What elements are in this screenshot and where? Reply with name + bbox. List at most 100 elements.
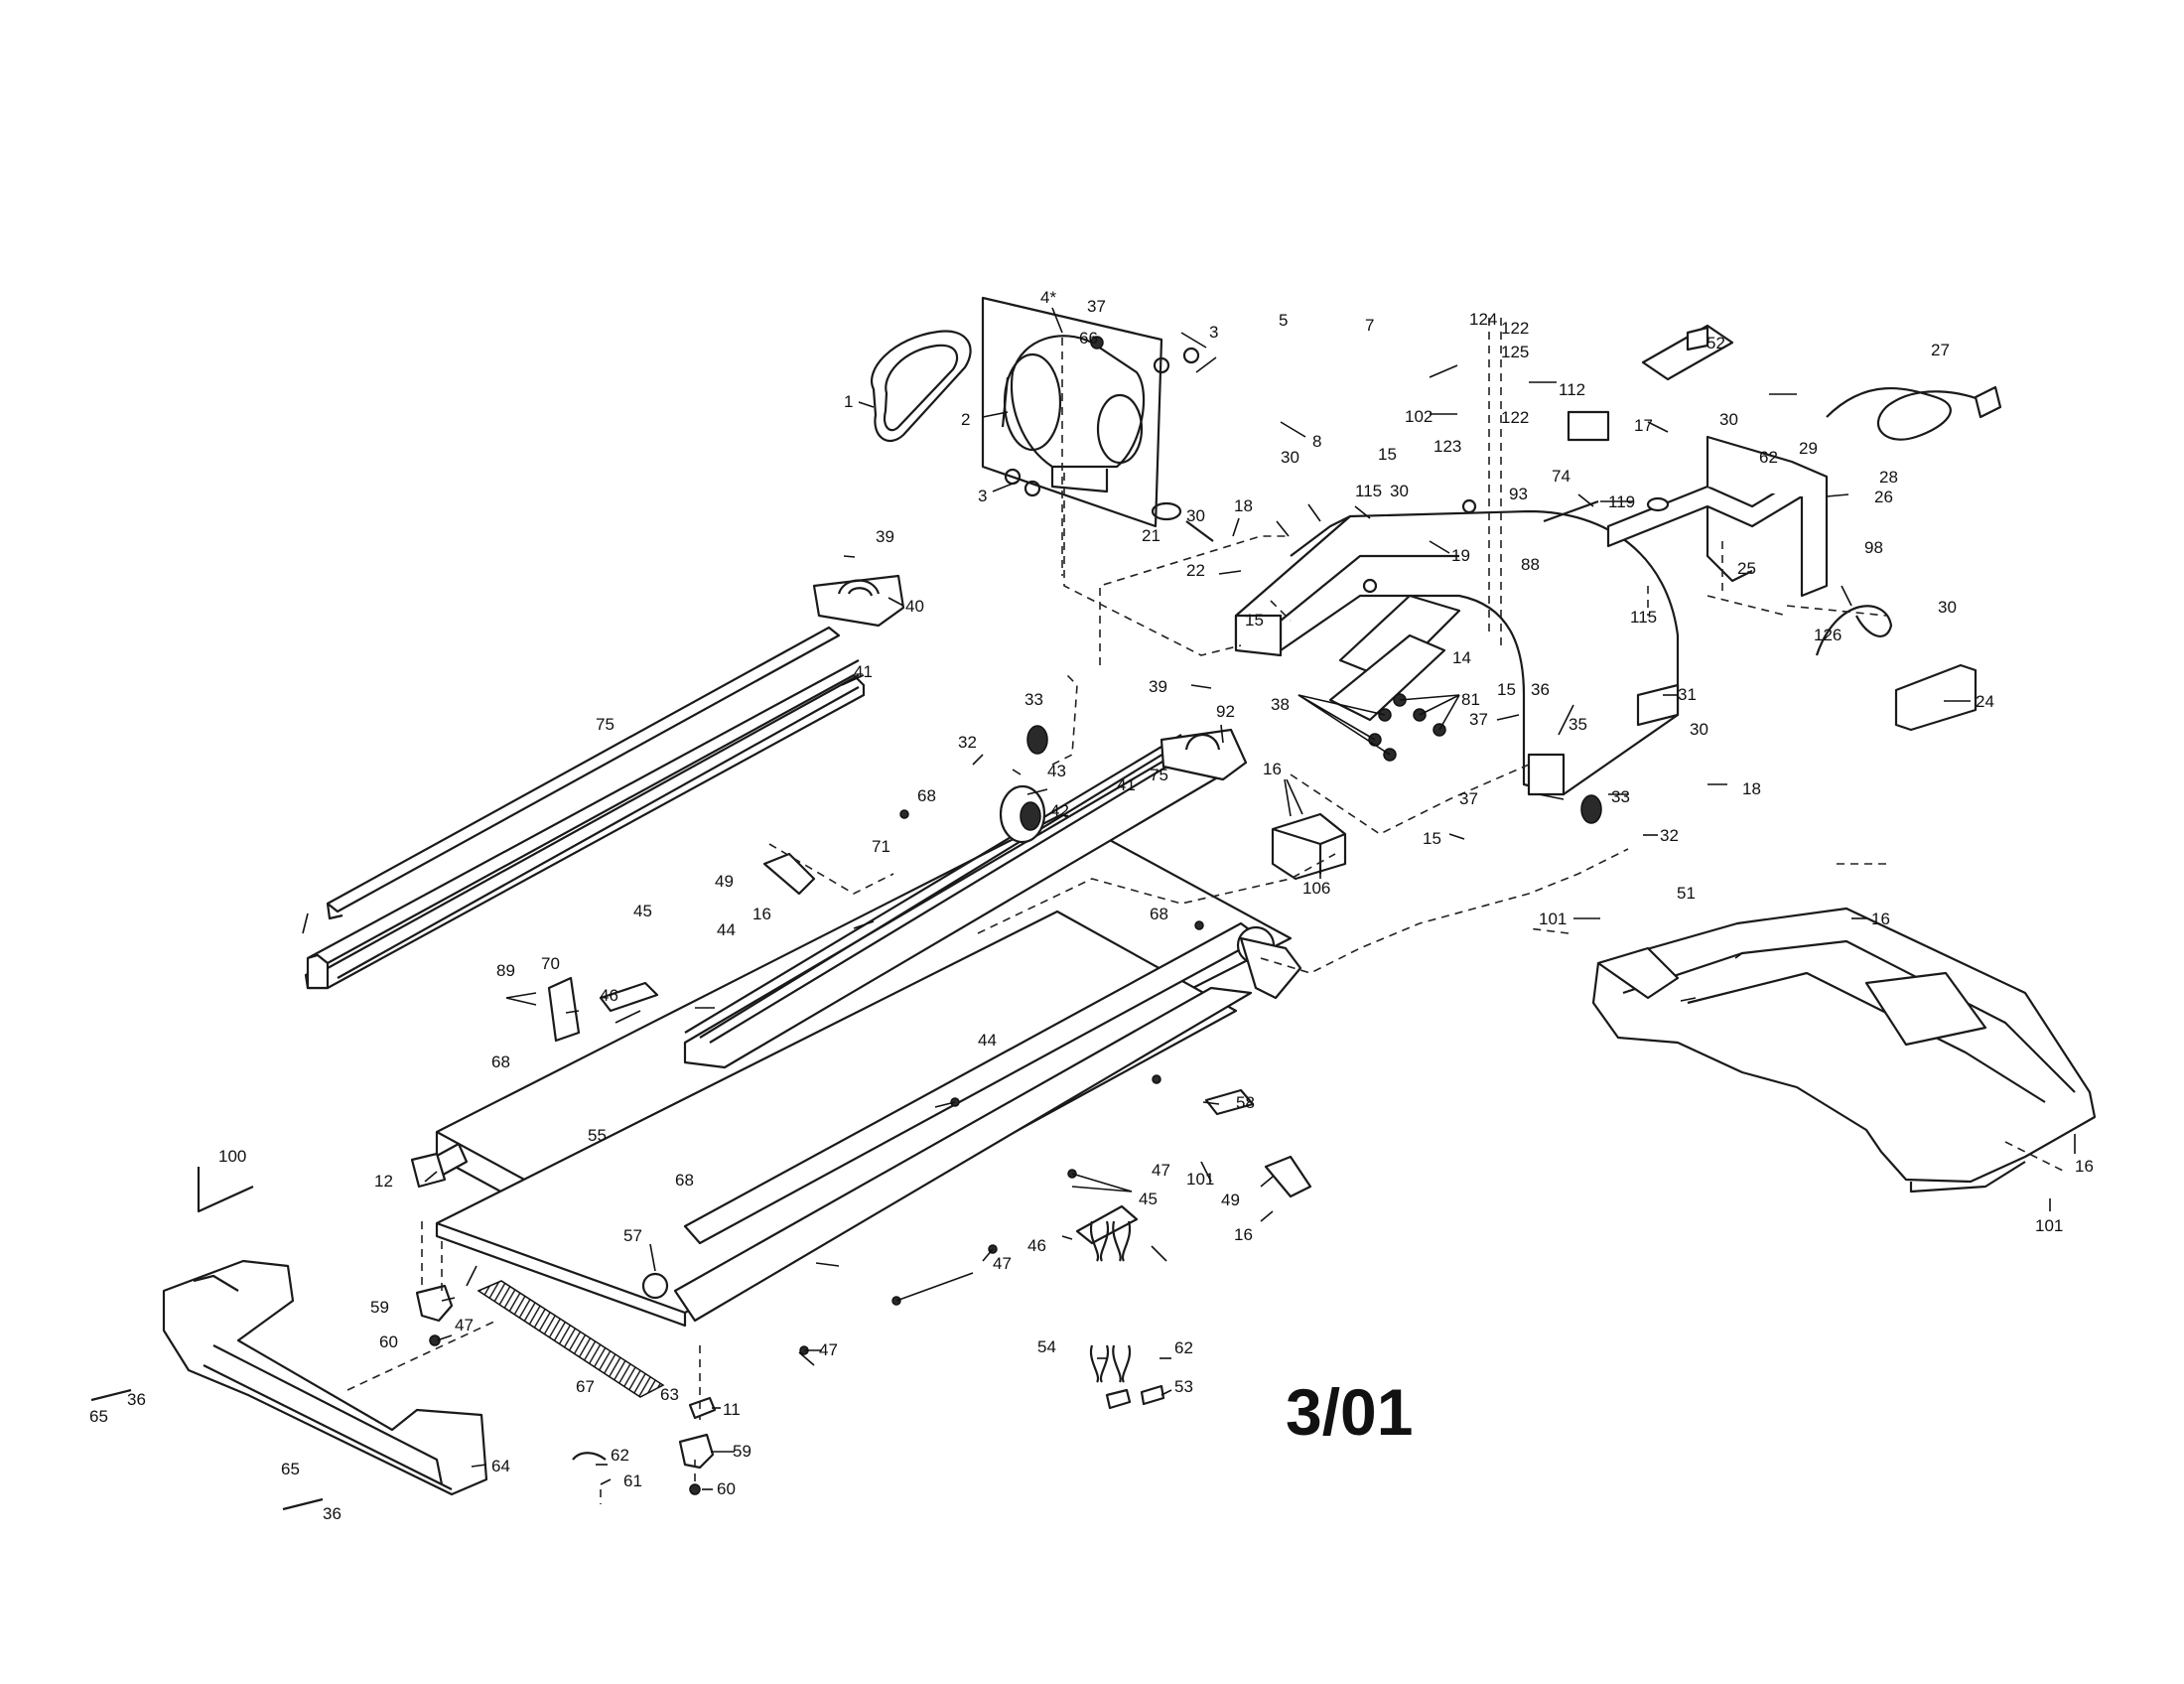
callout-label: 55 bbox=[588, 1126, 607, 1145]
callout-label: 44 bbox=[978, 1031, 997, 1050]
callout-label: 44 bbox=[717, 920, 736, 939]
callout-label: 38 bbox=[1271, 695, 1290, 714]
side-rails-left bbox=[304, 574, 905, 990]
callout-label: 70 bbox=[541, 954, 560, 973]
callout-label: 32 bbox=[958, 733, 977, 752]
callout-label: 45 bbox=[633, 902, 652, 920]
small-hardware bbox=[90, 1152, 1165, 1511]
callout-label: 101 bbox=[1539, 910, 1567, 928]
callout-label: 15 bbox=[1423, 829, 1441, 848]
upright-frame bbox=[1234, 498, 1680, 796]
callout-label: 58 bbox=[1236, 1093, 1255, 1112]
callout-label: 68 bbox=[917, 786, 936, 805]
callout-label: 36 bbox=[127, 1390, 146, 1409]
callout-label: 51 bbox=[1677, 884, 1696, 903]
callout-label: 3 bbox=[1209, 323, 1218, 342]
callout-label: 37 bbox=[1459, 789, 1478, 808]
callout-label: 102 bbox=[1405, 407, 1433, 426]
callout-label: 101 bbox=[2035, 1216, 2063, 1235]
callout-label: 14 bbox=[1452, 648, 1471, 667]
callout-label: 26 bbox=[1874, 488, 1893, 506]
callout-label: 37 bbox=[1087, 297, 1106, 316]
callout-label: 15 bbox=[1497, 680, 1516, 699]
drive-belt bbox=[871, 330, 972, 442]
callout-label: 2 bbox=[961, 410, 970, 429]
rear-endcap bbox=[162, 1259, 488, 1496]
revision-stamp: 3/01 bbox=[1286, 1375, 1413, 1449]
callout-label: 30 bbox=[1719, 410, 1738, 429]
callout-label: 36 bbox=[1531, 680, 1550, 699]
callout-label: 4* bbox=[1040, 288, 1056, 307]
callout-label: 75 bbox=[596, 715, 614, 734]
callout-label: 54 bbox=[1037, 1337, 1056, 1356]
callout-label: 11 bbox=[723, 1400, 741, 1419]
callout-label: 59 bbox=[733, 1442, 751, 1461]
callout-label: 92 bbox=[1216, 702, 1235, 721]
callout-label: 101 bbox=[1186, 1170, 1214, 1189]
callout-label: 119 bbox=[1608, 492, 1635, 511]
rail-cover bbox=[326, 626, 841, 913]
callout-label: 115 bbox=[1355, 482, 1382, 500]
callout-label: 100 bbox=[218, 1147, 246, 1166]
callout-label: 33 bbox=[1611, 787, 1630, 806]
callout-label: 65 bbox=[281, 1460, 300, 1478]
callout-label: 68 bbox=[675, 1171, 694, 1190]
callout-label: 106 bbox=[1302, 879, 1330, 898]
callout-label: 60 bbox=[379, 1333, 398, 1351]
callout-label: 39 bbox=[876, 527, 894, 546]
callout-label: 28 bbox=[1879, 468, 1898, 487]
callout-label: 33 bbox=[1024, 690, 1043, 709]
callout-label: 16 bbox=[1234, 1225, 1253, 1244]
callout-label: 18 bbox=[1742, 779, 1761, 798]
callout-label: 71 bbox=[872, 837, 890, 856]
terminal-block bbox=[1894, 663, 1978, 732]
callout-label: 12 bbox=[374, 1172, 393, 1191]
callout-label: 36 bbox=[323, 1504, 341, 1523]
callout-label: 15 bbox=[1245, 611, 1264, 630]
callout-label: 122 bbox=[1501, 319, 1529, 338]
power-cord bbox=[1826, 387, 1986, 441]
controller-board bbox=[1641, 324, 1734, 381]
deck-board bbox=[435, 910, 1238, 1315]
treadmill-deck bbox=[415, 725, 1602, 1355]
leader-lines bbox=[302, 307, 2076, 1490]
callout-label: 15 bbox=[1378, 445, 1397, 464]
side-rail bbox=[304, 673, 866, 990]
callout-label: 65 bbox=[89, 1407, 108, 1426]
callout-label: 43 bbox=[1047, 762, 1066, 780]
callout-label: 126 bbox=[1814, 626, 1842, 644]
callout-label: 27 bbox=[1931, 341, 1950, 359]
callout-label: 47 bbox=[1152, 1161, 1170, 1180]
motor-hood bbox=[1591, 907, 2097, 1193]
callout-label: 68 bbox=[491, 1052, 510, 1071]
callout-label: 22 bbox=[1186, 561, 1205, 580]
callout-label: 19 bbox=[1451, 546, 1470, 565]
callout-label: 8 bbox=[1312, 432, 1321, 451]
callout-label: 40 bbox=[905, 597, 924, 616]
anti-static-mat bbox=[477, 1280, 665, 1398]
callout-label: 115 bbox=[1630, 608, 1657, 627]
callout-label: 3 bbox=[978, 487, 987, 505]
callout-label: 46 bbox=[1027, 1236, 1046, 1255]
callout-label: 88 bbox=[1521, 555, 1540, 574]
callout-label: 47 bbox=[993, 1254, 1012, 1273]
callout-label: 60 bbox=[717, 1479, 736, 1498]
callout-label: 25 bbox=[1737, 559, 1756, 578]
callout-label: 53 bbox=[1174, 1377, 1193, 1396]
callout-label: 89 bbox=[496, 961, 515, 980]
callout-label: 18 bbox=[1234, 496, 1253, 515]
assembly-guide-lines bbox=[346, 318, 2066, 1504]
callout-label: 49 bbox=[715, 872, 734, 891]
callout-label: 30 bbox=[1390, 482, 1409, 500]
callout-label: 30 bbox=[1938, 598, 1957, 617]
callout-label: 93 bbox=[1509, 485, 1528, 503]
callout-label: 45 bbox=[1139, 1190, 1158, 1208]
callout-label: 62 bbox=[1759, 448, 1778, 467]
callout-label: 35 bbox=[1569, 715, 1587, 734]
callout-label: 74 bbox=[1552, 467, 1570, 486]
callout-label: 31 bbox=[1678, 685, 1697, 704]
callout-label: 122 bbox=[1501, 408, 1529, 427]
callout-label: 7 bbox=[1365, 316, 1374, 335]
callout-label: 67 bbox=[576, 1377, 595, 1396]
